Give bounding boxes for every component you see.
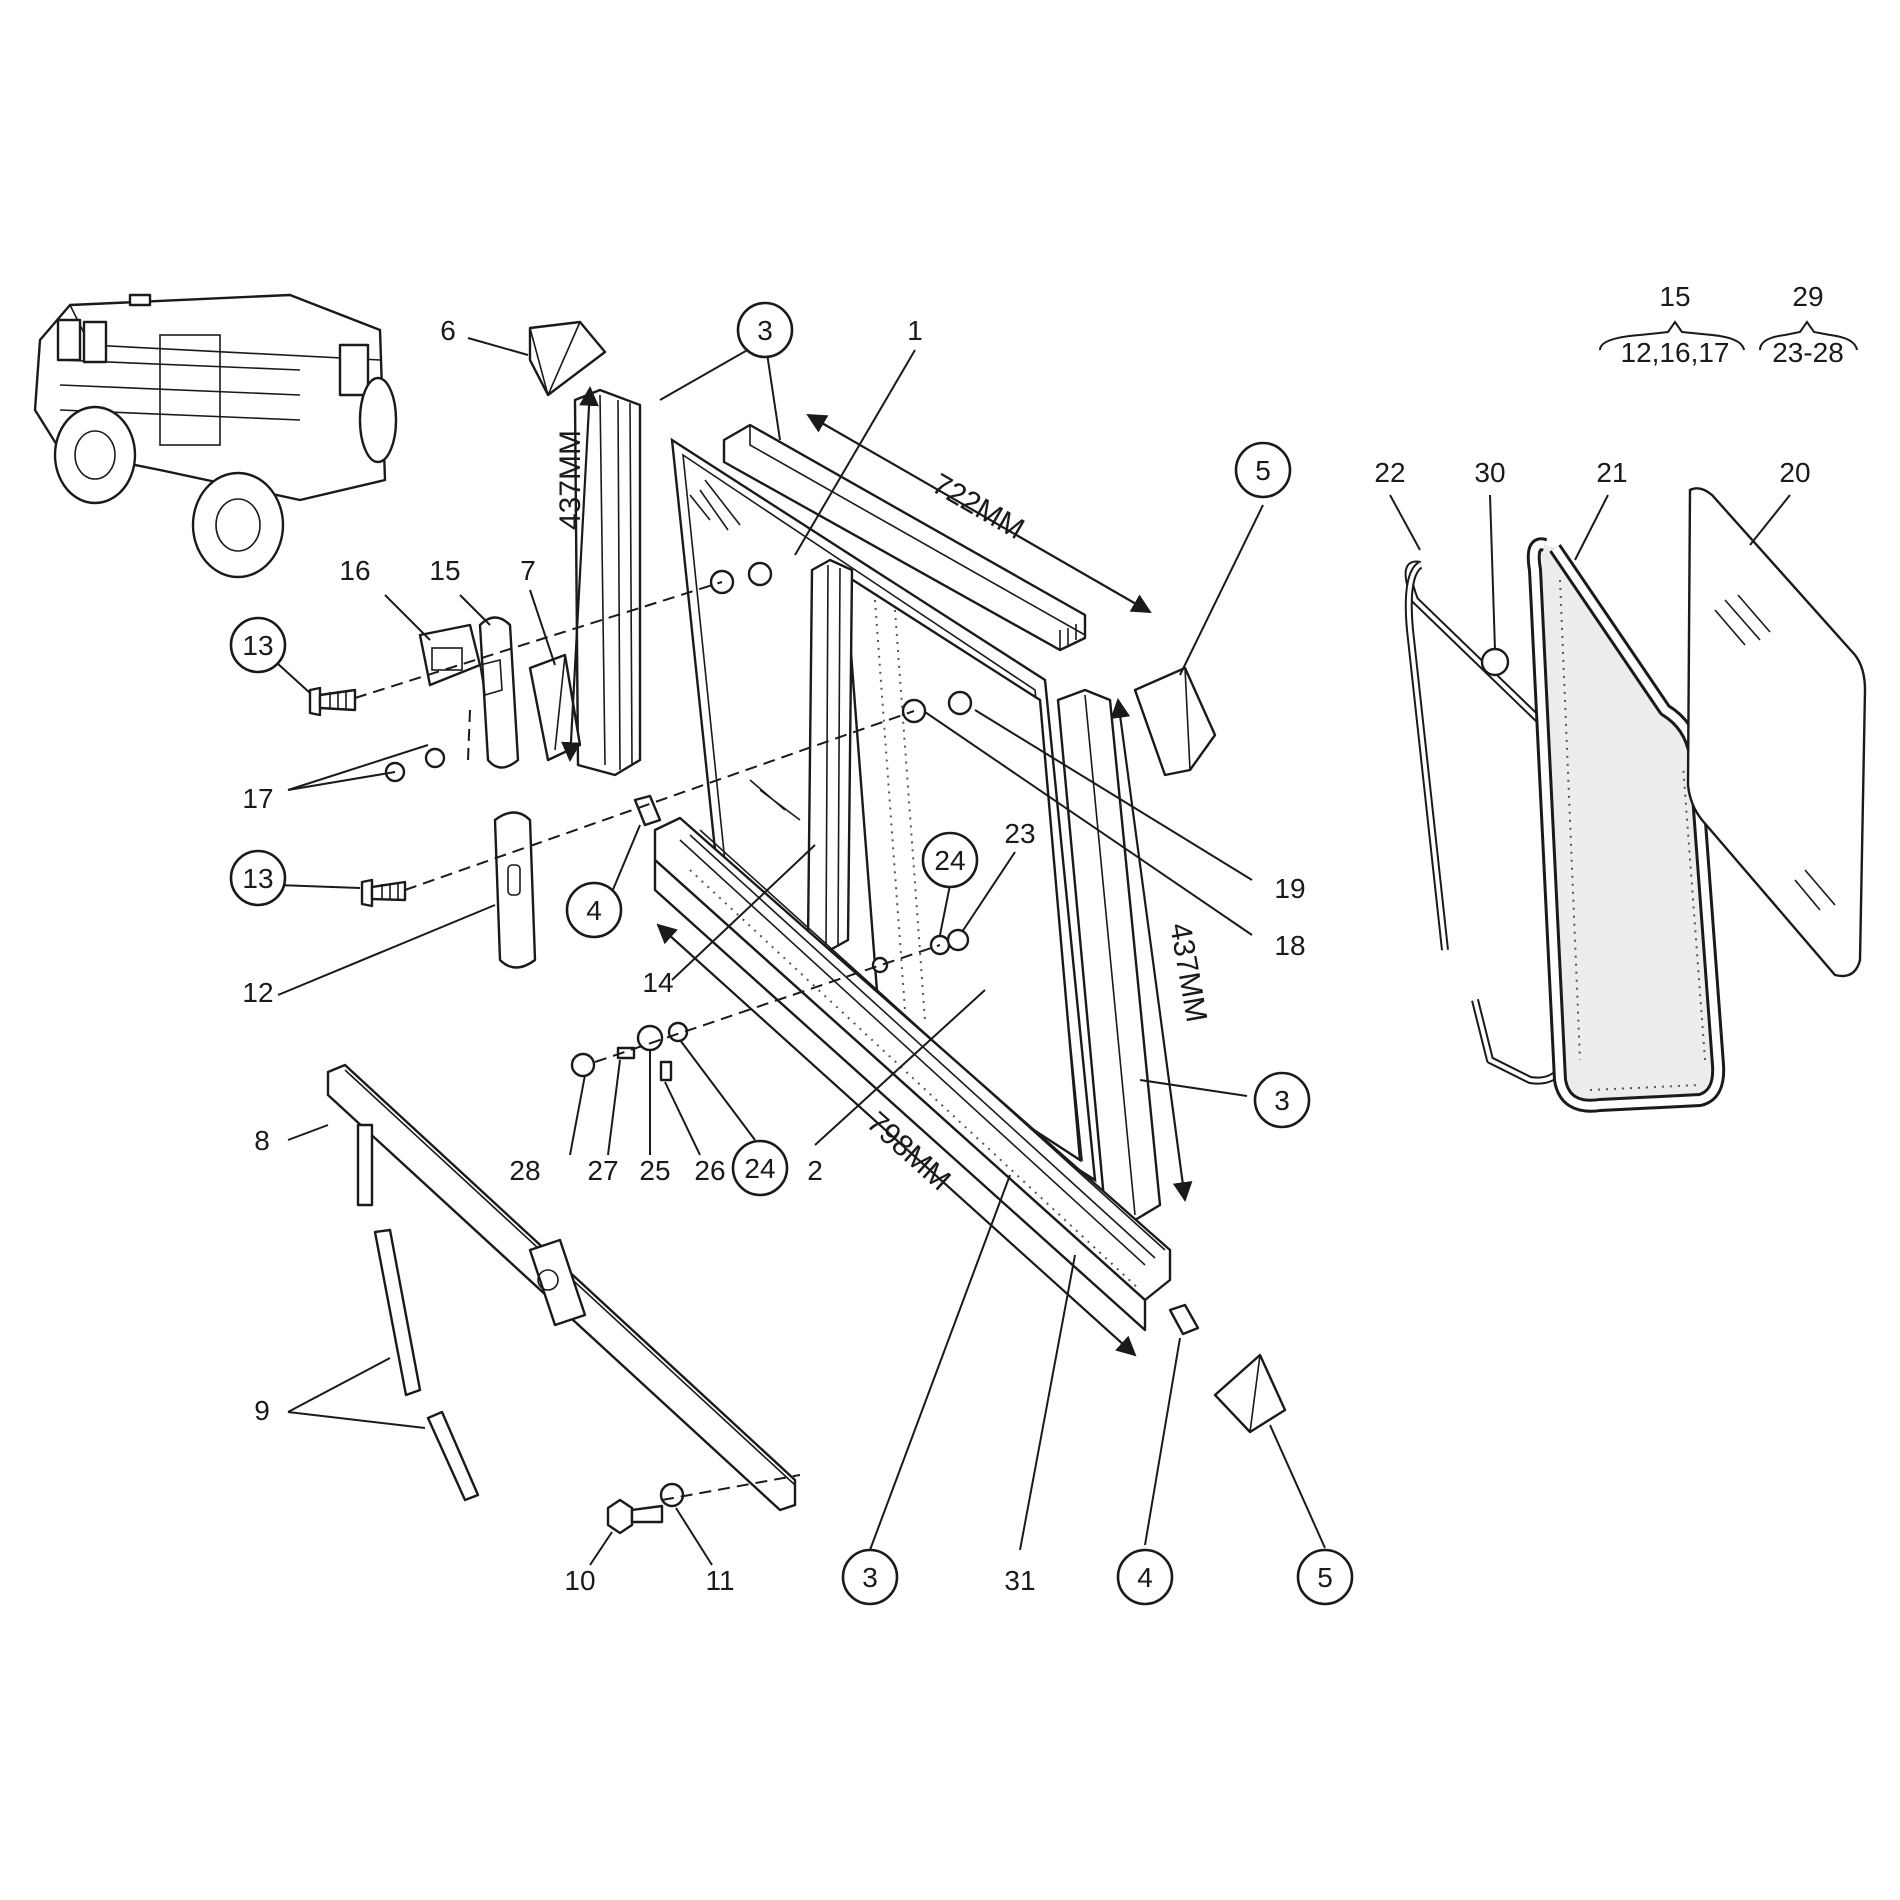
label-1: 1 [907,315,923,346]
label-30: 30 [1474,457,1505,488]
leader-lines [276,337,1791,1566]
hose-9 [356,1123,480,1502]
label-12: 12 [242,977,273,1008]
dim-right-label: 437MM [1163,920,1213,1024]
callout-4-top: 4 [565,881,623,939]
label-15: 15 [429,555,460,586]
bush-28 [570,1052,596,1078]
callout-24-bottom: 24 [731,1139,789,1197]
screw-13-bottom [360,878,407,908]
hole-glass [871,956,889,974]
label-19: 19 [1274,873,1305,904]
label-2: 2 [807,1155,823,1186]
svg-text:3: 3 [1274,1085,1290,1116]
label-21: 21 [1596,457,1627,488]
callout-3-right: 3 [1253,1071,1311,1129]
kit1-parent: 15 [1659,281,1690,312]
callout-13-bottom: 13 [229,849,287,907]
label-23: 23 [1004,818,1035,849]
label-20: 20 [1779,457,1810,488]
kit2-parent: 29 [1792,281,1823,312]
window-frame-assembly [573,388,1172,1332]
nut-18 [947,690,973,716]
pin-27 [616,1046,636,1060]
dim-arrow-top [806,414,1152,613]
svg-text:5: 5 [1317,1562,1333,1593]
screw-13-top [308,686,357,717]
screw-17-b [424,747,446,769]
svg-text:3: 3 [757,315,773,346]
kit2-brace [1759,320,1858,351]
label-11: 11 [705,1565,734,1596]
handle-12 [493,811,537,969]
nut-23 [946,928,970,952]
rail-8 [326,1063,797,1512]
dim-arrow-right [1110,698,1193,1202]
label-26: 26 [694,1155,725,1186]
vehicle-thumbnail [33,293,398,579]
label-14: 14 [642,967,673,998]
svg-text:4: 4 [1137,1562,1153,1593]
callout-4-bottom: 4 [1116,1548,1174,1606]
dim-arrow-bottom [656,923,1137,1357]
label-27: 27 [587,1155,618,1186]
callout-24-top: 24 [921,831,979,889]
dim-arrow-left [561,386,599,762]
svg-text:3: 3 [862,1562,878,1593]
assembly-line-catch [467,709,471,761]
bolt-10 [606,1498,664,1535]
label-25: 25 [639,1155,670,1186]
washer-11 [659,1482,685,1508]
assembly-line-rail [661,1474,801,1501]
dim-left-label: 437MM [554,430,587,530]
callout-5-top: 5 [1234,441,1292,499]
label-16: 16 [339,555,370,586]
label-22: 22 [1374,457,1405,488]
label-18: 18 [1274,930,1305,961]
washer-24-bottom [667,1021,689,1043]
assembly-line-upper [354,581,723,699]
label-17: 17 [242,783,273,814]
assembly-line-middle [404,710,915,891]
svg-text:13: 13 [242,863,273,894]
callout-3-top: 3 [736,301,794,359]
catch-assembly-15 [418,616,520,769]
svg-text:4: 4 [586,895,602,926]
corner-block-5-top [1133,666,1217,777]
svg-text:24: 24 [934,845,965,876]
washer-19b [747,561,773,587]
spring-26 [659,1060,673,1082]
kit1-brace [1599,320,1745,351]
spacer-4-top [633,794,662,827]
corner-block-6 [528,320,607,397]
label-28: 28 [509,1155,540,1186]
spacer-4-bottom [1168,1303,1200,1336]
label-31: 31 [1004,1565,1035,1596]
svg-text:24: 24 [744,1153,775,1184]
label-9: 9 [254,1395,270,1426]
glass-20 [1686,487,1867,978]
label-7: 7 [520,555,536,586]
label-8: 8 [254,1125,270,1156]
label-10: 10 [564,1565,595,1596]
kit1-children: 12,16,17 [1621,337,1730,368]
clip-30 [1480,647,1510,677]
corner-block-5-bottom [1213,1353,1287,1434]
callout-3-bottom: 3 [841,1548,899,1606]
callout-5-bottom: 5 [1296,1548,1354,1606]
kit2-children: 23-28 [1772,337,1844,368]
svg-text:13: 13 [242,630,273,661]
svg-text:5: 5 [1255,455,1271,486]
label-6: 6 [440,315,456,346]
callout-13-top: 13 [229,616,287,674]
